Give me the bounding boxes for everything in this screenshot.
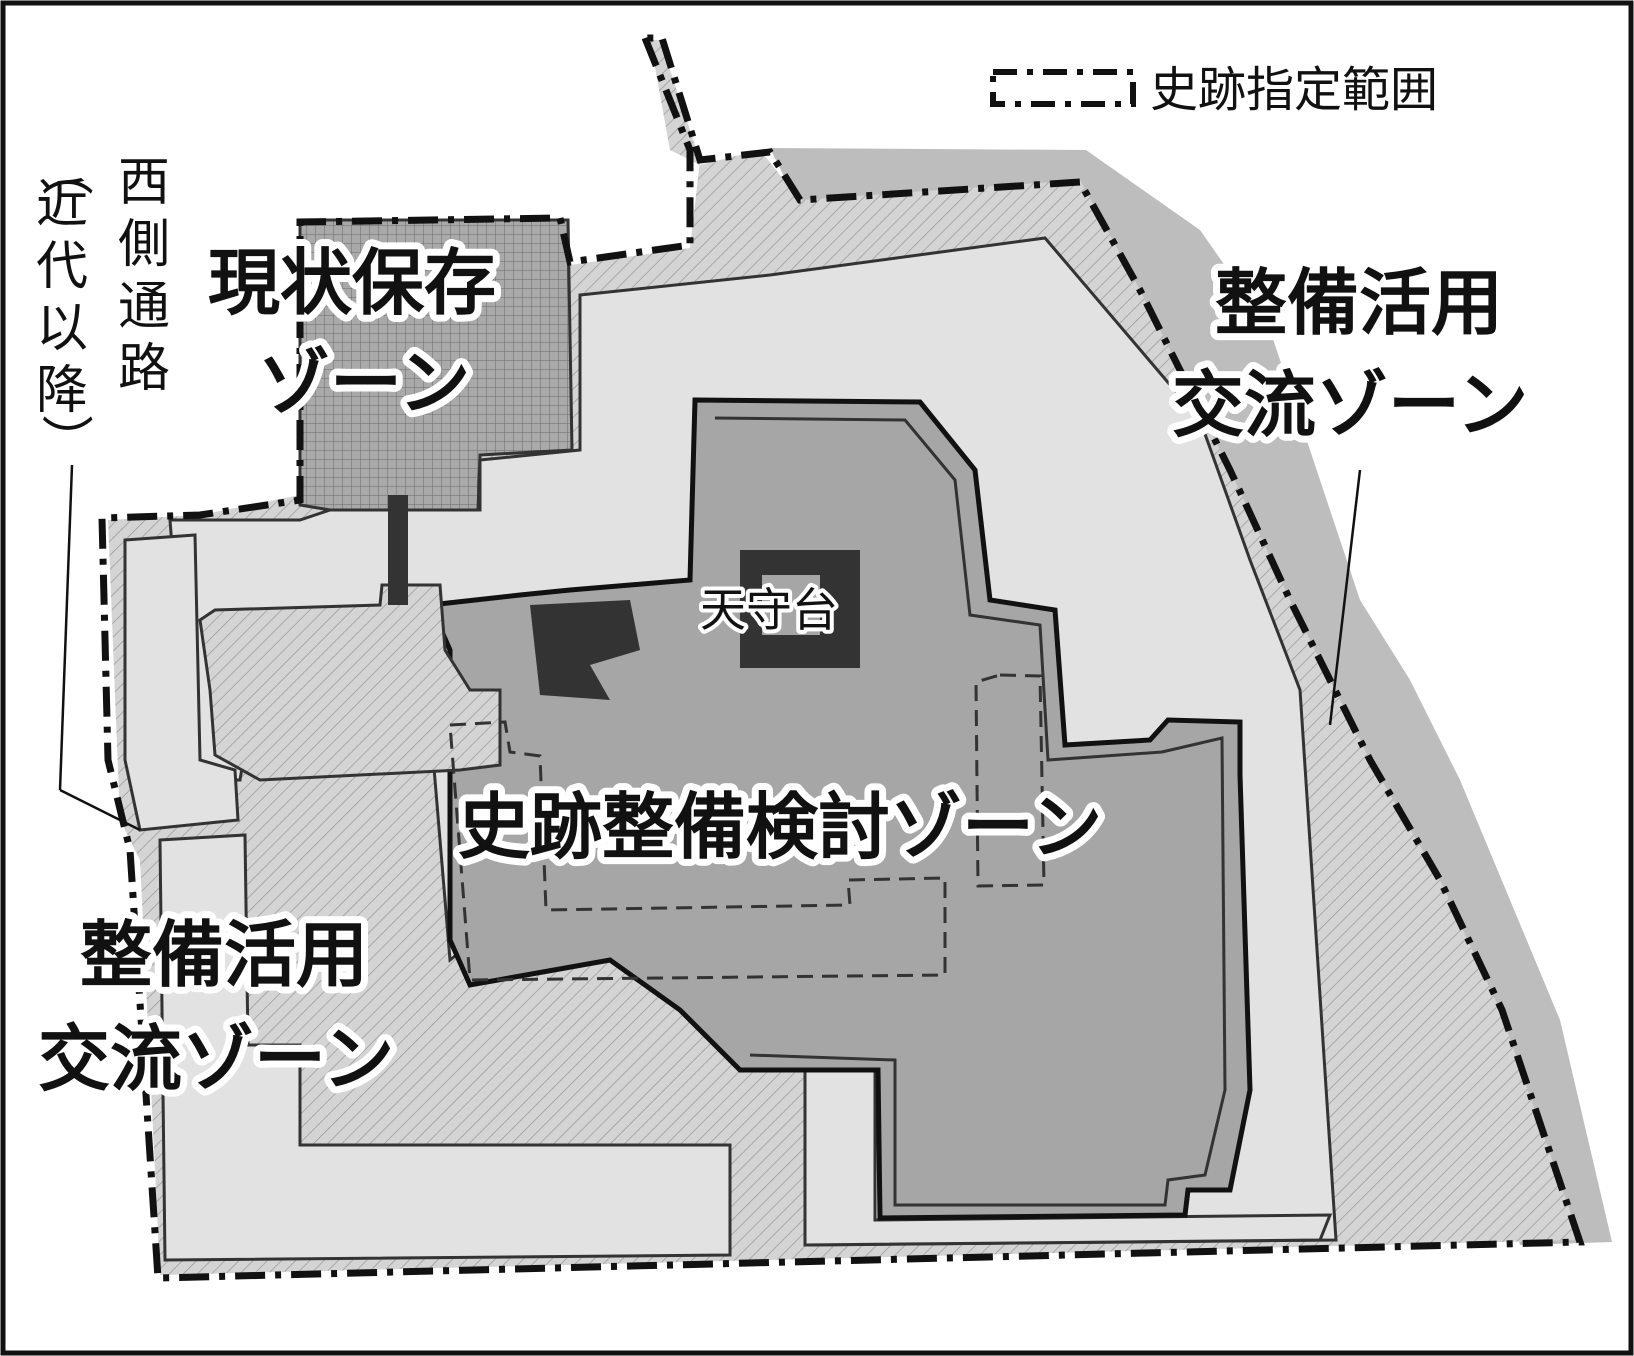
tenshudai-block-inner xyxy=(762,575,820,635)
legend-label: 史跡指定範囲 xyxy=(1150,62,1438,118)
west-road-note-char: 降 xyxy=(36,361,88,421)
legend-symbol xyxy=(990,69,1136,107)
west-road-leader-line-2 xyxy=(59,788,141,832)
west-road-char: 西 xyxy=(118,153,170,213)
preservation-zone-label-line1: 現状保存 xyxy=(208,241,496,325)
maintenance-review-zone-label: 史跡整備検討ゾーン xyxy=(458,785,1102,869)
west-road-note-char: 以 xyxy=(36,299,88,359)
southwest-light-block xyxy=(158,833,732,1262)
west-utilization-zone-label-line1: 整備活用 xyxy=(80,913,368,997)
west-road-note-paren-close: ） xyxy=(35,414,95,466)
dashed-building-outline-2 xyxy=(974,673,1046,888)
west-bailey xyxy=(198,583,502,782)
west-light-strip xyxy=(123,533,240,832)
tenshudai-base xyxy=(530,600,640,700)
east-utilization-zone-label-line1: 整備活用 xyxy=(1215,261,1503,345)
tenshudai-label: 天守台 xyxy=(700,583,838,637)
preservation-zone-label-line2: ゾーン xyxy=(258,341,470,425)
west-road-char: 路 xyxy=(118,339,170,399)
west-road-label: 西 側 通 路 （ 近 代 以 降 ） xyxy=(35,144,170,466)
west-road-char: 側 xyxy=(118,215,170,275)
west-road-note-char: 代 xyxy=(36,237,88,297)
west-road-leader-line xyxy=(58,464,74,791)
maintenance-review-zone-inner xyxy=(714,416,1227,1207)
west-road-note-paren-open: （ xyxy=(35,144,95,196)
north-passage-wall xyxy=(388,495,408,605)
west-road-note-char: 近 xyxy=(36,175,88,235)
designated-boundary-line xyxy=(98,34,1585,1282)
east-utilization-zone-label-line2: 交流ゾーン xyxy=(1172,363,1528,447)
east-zone-leader-line xyxy=(1328,469,1362,726)
dashed-building-outline-1 xyxy=(448,720,947,982)
west-utilization-zone-label-line2: 交流ゾーン xyxy=(38,1017,394,1101)
west-road-char: 通 xyxy=(118,277,170,337)
